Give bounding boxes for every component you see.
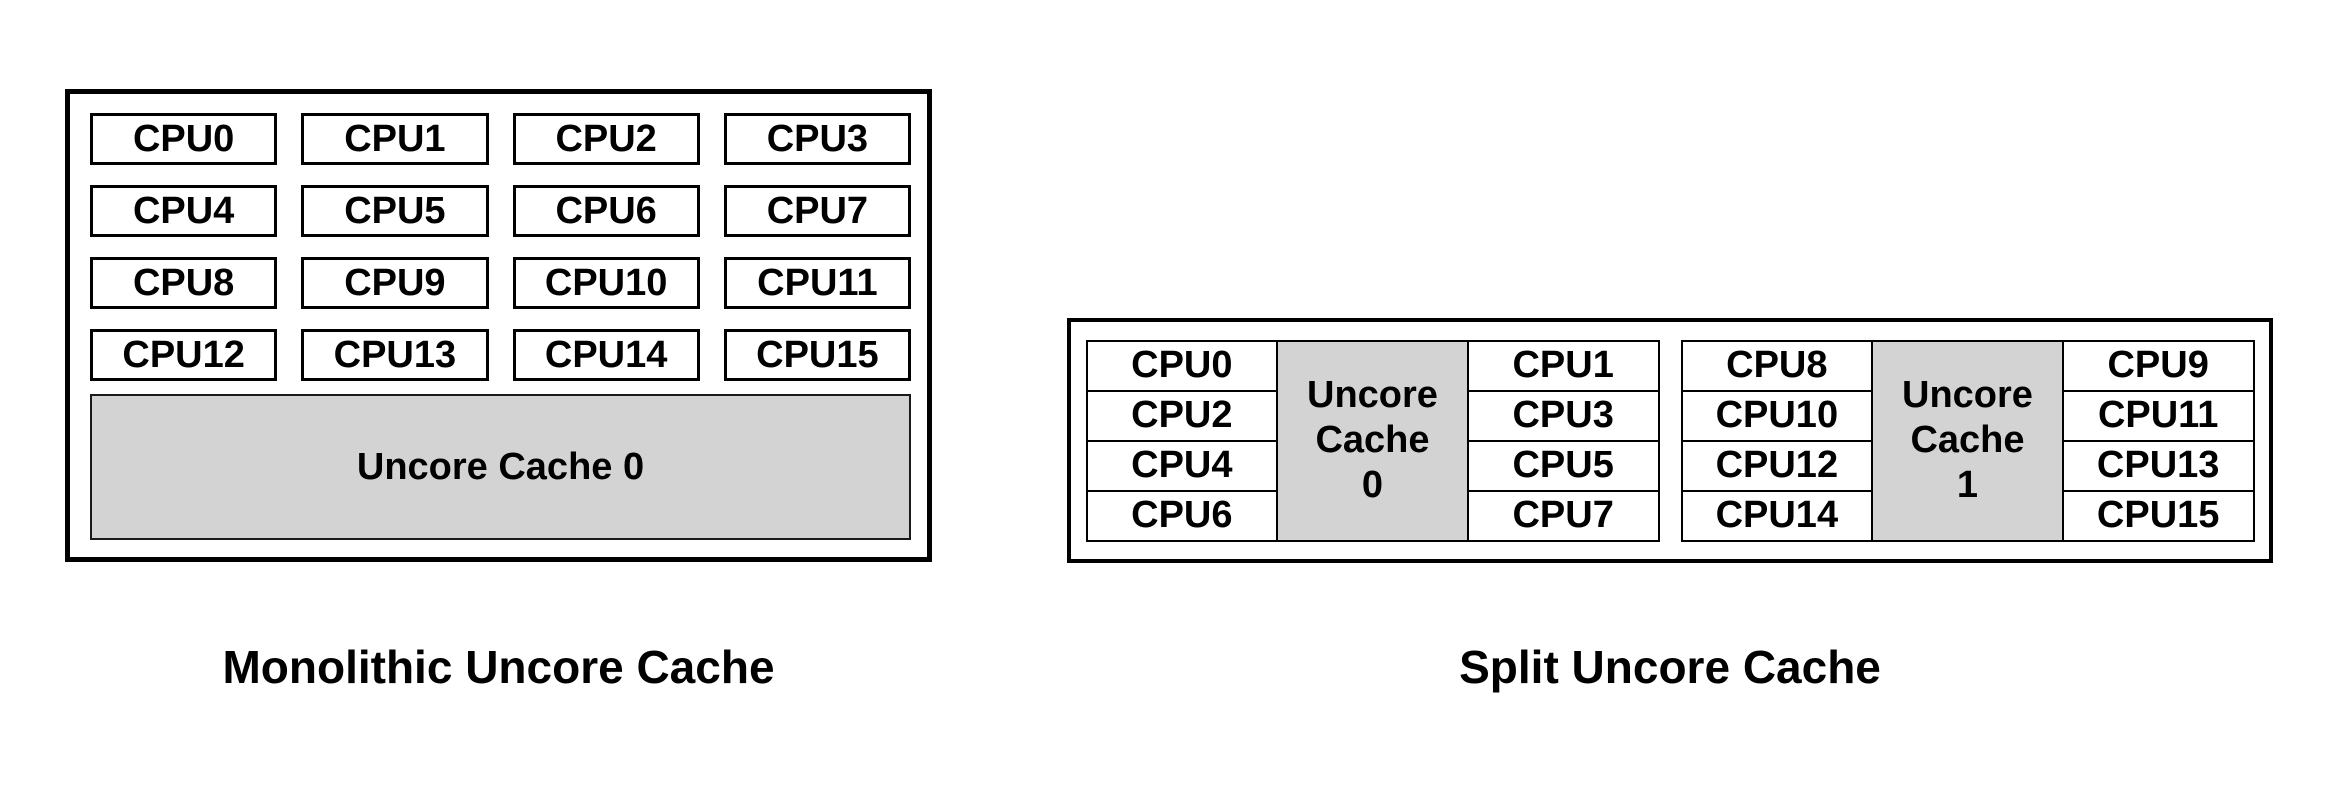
cpu-cell: CPU10	[1680, 389, 1874, 442]
cpu-box: CPU0	[90, 113, 278, 165]
cpu-cell: CPU4	[1085, 439, 1279, 492]
cpu-box: CPU15	[723, 329, 911, 381]
cpu-cell: CPU2	[1085, 389, 1279, 442]
cpu-cell: CPU11	[2061, 389, 2255, 442]
cpu-box: CPU4	[90, 185, 278, 237]
cpu-box: CPU13	[301, 329, 489, 381]
cache-line: 0	[1361, 463, 1384, 506]
cpu-cell: CPU3	[1466, 389, 1660, 442]
cluster-1-table: CPU8 Uncore Cache 1 CPU9 CPU10 CPU11 CPU…	[1680, 339, 2255, 542]
cpu-cell: CPU8	[1680, 339, 1874, 392]
split-caption: Split Uncore Cache	[1459, 641, 1881, 693]
cpu-box: CPU1	[301, 113, 489, 165]
cpu-box: CPU2	[512, 113, 700, 165]
cpu-box: CPU11	[723, 257, 911, 309]
cache-line: Cache	[1315, 419, 1430, 462]
cpu-cell: CPU0	[1085, 339, 1279, 392]
cpu-box: CPU5	[301, 185, 489, 237]
cpu-box: CPU7	[723, 185, 911, 237]
cpu-cell: CPU14	[1680, 489, 1874, 542]
cache-line: Uncore	[1307, 374, 1438, 417]
cache-line: 1	[1956, 463, 1979, 506]
cpu-cell: CPU9	[2061, 339, 2255, 392]
cpu-cell: CPU12	[1680, 439, 1874, 492]
cpu-box: CPU8	[90, 257, 278, 309]
cpu-box: CPU10	[512, 257, 700, 309]
cluster-0-table: CPU0 Uncore Cache 0 CPU1 CPU2 CPU3 CPU4 …	[1085, 339, 1660, 542]
cpu-cell: CPU15	[2061, 489, 2255, 542]
cpu-cell: CPU1	[1466, 339, 1660, 392]
monolithic-cpu-grid: CPU0 CPU1 CPU2 CPU3 CPU4 CPU5 CPU6 CPU7 …	[90, 113, 911, 381]
uncore-cache-cell: Uncore Cache 1	[1871, 339, 2064, 542]
uncore-cache-cell: Uncore Cache 0	[1276, 339, 1469, 542]
uncore-cache-bar: Uncore Cache 0	[90, 394, 911, 540]
cpu-box: CPU14	[512, 329, 700, 381]
cpu-cell: CPU5	[1466, 439, 1660, 492]
cpu-box: CPU9	[301, 257, 489, 309]
cpu-cell: CPU13	[2061, 439, 2255, 492]
cpu-cell: CPU6	[1085, 489, 1279, 542]
monolithic-diagram: CPU0 CPU1 CPU2 CPU3 CPU4 CPU5 CPU6 CPU7 …	[65, 89, 932, 562]
cpu-box: CPU6	[512, 185, 700, 237]
cache-line: Cache	[1910, 419, 2025, 462]
cpu-box: CPU3	[723, 113, 911, 165]
monolithic-caption: Monolithic Uncore Cache	[222, 641, 775, 693]
cache-line: Uncore	[1902, 374, 2033, 417]
split-diagram: CPU0 Uncore Cache 0 CPU1 CPU2 CPU3 CPU4 …	[1067, 318, 2273, 563]
cpu-cell: CPU7	[1466, 489, 1660, 542]
cpu-box: CPU12	[90, 329, 278, 381]
